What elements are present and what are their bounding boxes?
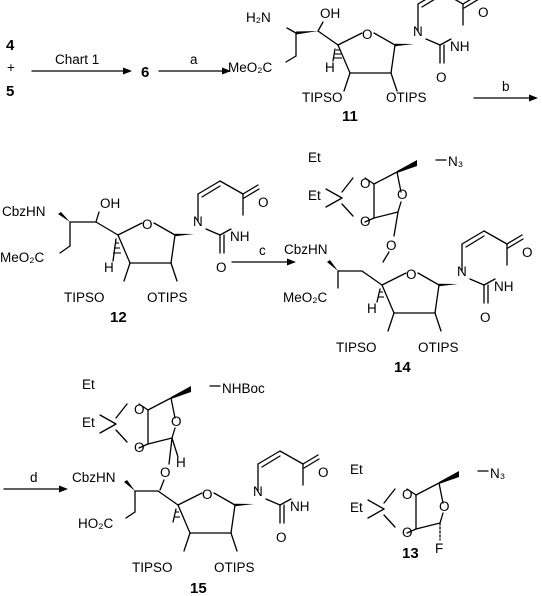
- svg-text:O: O: [480, 310, 491, 325]
- svg-text:O: O: [171, 414, 182, 429]
- svg-text:CbzHN: CbzHN: [72, 470, 116, 485]
- svg-text:O: O: [522, 245, 533, 260]
- svg-text:TIPSO: TIPSO: [302, 90, 343, 105]
- svg-text:TIPSO: TIPSO: [64, 290, 105, 305]
- compound-label: 14: [394, 359, 411, 376]
- compound-label: 4: [6, 37, 15, 54]
- svg-text:O: O: [406, 267, 417, 282]
- svg-text:H₂N: H₂N: [246, 10, 271, 25]
- svg-text:Et: Et: [308, 150, 321, 165]
- step-condition: c: [259, 243, 266, 258]
- compound-label: 5: [6, 83, 14, 100]
- svg-text:H: H: [104, 260, 114, 275]
- structure-11: O N O NH O TIPSO OTIPS OH H₂N MeO₂C H: [228, 0, 489, 105]
- compound-label: 15: [190, 580, 207, 596]
- compound-label: 12: [110, 309, 127, 326]
- svg-text:Et: Et: [82, 377, 95, 392]
- svg-text:OTIPS: OTIPS: [147, 290, 188, 305]
- svg-text:O: O: [360, 214, 371, 229]
- svg-text:MeO₂C: MeO₂C: [228, 60, 272, 75]
- svg-text:OTIPS: OTIPS: [418, 340, 459, 355]
- svg-text:N: N: [193, 214, 203, 229]
- svg-text:O: O: [362, 27, 373, 42]
- svg-text:O: O: [402, 487, 413, 502]
- svg-text:O: O: [478, 5, 489, 20]
- step-condition: d: [30, 470, 38, 485]
- svg-text:NH: NH: [230, 229, 250, 244]
- svg-text:H: H: [176, 455, 186, 470]
- svg-text:H: H: [367, 301, 377, 316]
- svg-text:CbzHN: CbzHN: [2, 204, 46, 219]
- svg-text:TIPSO: TIPSO: [132, 560, 173, 575]
- svg-text:O: O: [360, 176, 371, 191]
- svg-text:O: O: [142, 217, 153, 232]
- svg-text:MeO₂C: MeO₂C: [283, 290, 327, 305]
- structure-13: O O O Et Et N₃ F: [350, 462, 505, 556]
- svg-text:N₃: N₃: [448, 154, 463, 169]
- svg-text:CbzHN: CbzHN: [284, 242, 328, 257]
- svg-text:MeO₂C: MeO₂C: [0, 250, 44, 265]
- compound-label: 6: [141, 64, 149, 81]
- svg-text:O: O: [436, 70, 447, 85]
- compound-label: 11: [342, 108, 358, 125]
- svg-text:N: N: [457, 264, 467, 279]
- svg-text:O: O: [202, 487, 213, 502]
- svg-text:H: H: [325, 60, 335, 75]
- svg-text:O: O: [258, 195, 269, 210]
- plus-sign: +: [7, 60, 15, 75]
- svg-text:N: N: [413, 24, 423, 39]
- compound-label: 13: [402, 545, 419, 562]
- svg-text:O: O: [216, 260, 227, 275]
- step-condition: b: [502, 79, 510, 94]
- svg-text:Et: Et: [82, 415, 95, 430]
- svg-text:OTIPS: OTIPS: [386, 90, 427, 105]
- svg-text:O: O: [134, 440, 145, 455]
- structure-12: O N O NH O TIPSO OTIPS OH CbzHN MeO₂C H: [0, 180, 269, 305]
- svg-text:HO₂C: HO₂C: [78, 516, 113, 531]
- svg-text:O: O: [160, 465, 171, 480]
- svg-text:O: O: [318, 465, 329, 480]
- step-condition: a: [190, 52, 198, 67]
- svg-text:Et: Et: [350, 500, 363, 515]
- svg-text:O: O: [134, 402, 145, 417]
- svg-text:Et: Et: [350, 462, 363, 477]
- step-condition: Chart 1: [55, 52, 99, 67]
- svg-text:O: O: [402, 525, 413, 540]
- svg-text:Et: Et: [308, 188, 321, 203]
- svg-text:O: O: [439, 499, 450, 514]
- svg-text:NH: NH: [494, 279, 514, 294]
- structure-15: O O O Et Et NHBoc H O O N O NH O TIPSO O…: [72, 377, 329, 575]
- svg-text:NH: NH: [450, 39, 470, 54]
- svg-text:F: F: [435, 541, 443, 556]
- svg-text:O: O: [386, 238, 397, 253]
- svg-text:OTIPS: OTIPS: [214, 560, 255, 575]
- svg-text:TIPSO: TIPSO: [336, 340, 377, 355]
- svg-text:N: N: [253, 484, 263, 499]
- svg-text:OH: OH: [320, 6, 340, 21]
- svg-text:O: O: [397, 187, 408, 202]
- svg-text:NH: NH: [290, 499, 310, 514]
- svg-text:NHBoc: NHBoc: [222, 381, 265, 396]
- svg-text:OH: OH: [100, 196, 120, 211]
- svg-text:N₃: N₃: [490, 466, 505, 481]
- structure-14: O O O Et Et N₃ O O N O NH O TIPSO OTIPS …: [283, 150, 533, 355]
- svg-text:O: O: [276, 530, 287, 545]
